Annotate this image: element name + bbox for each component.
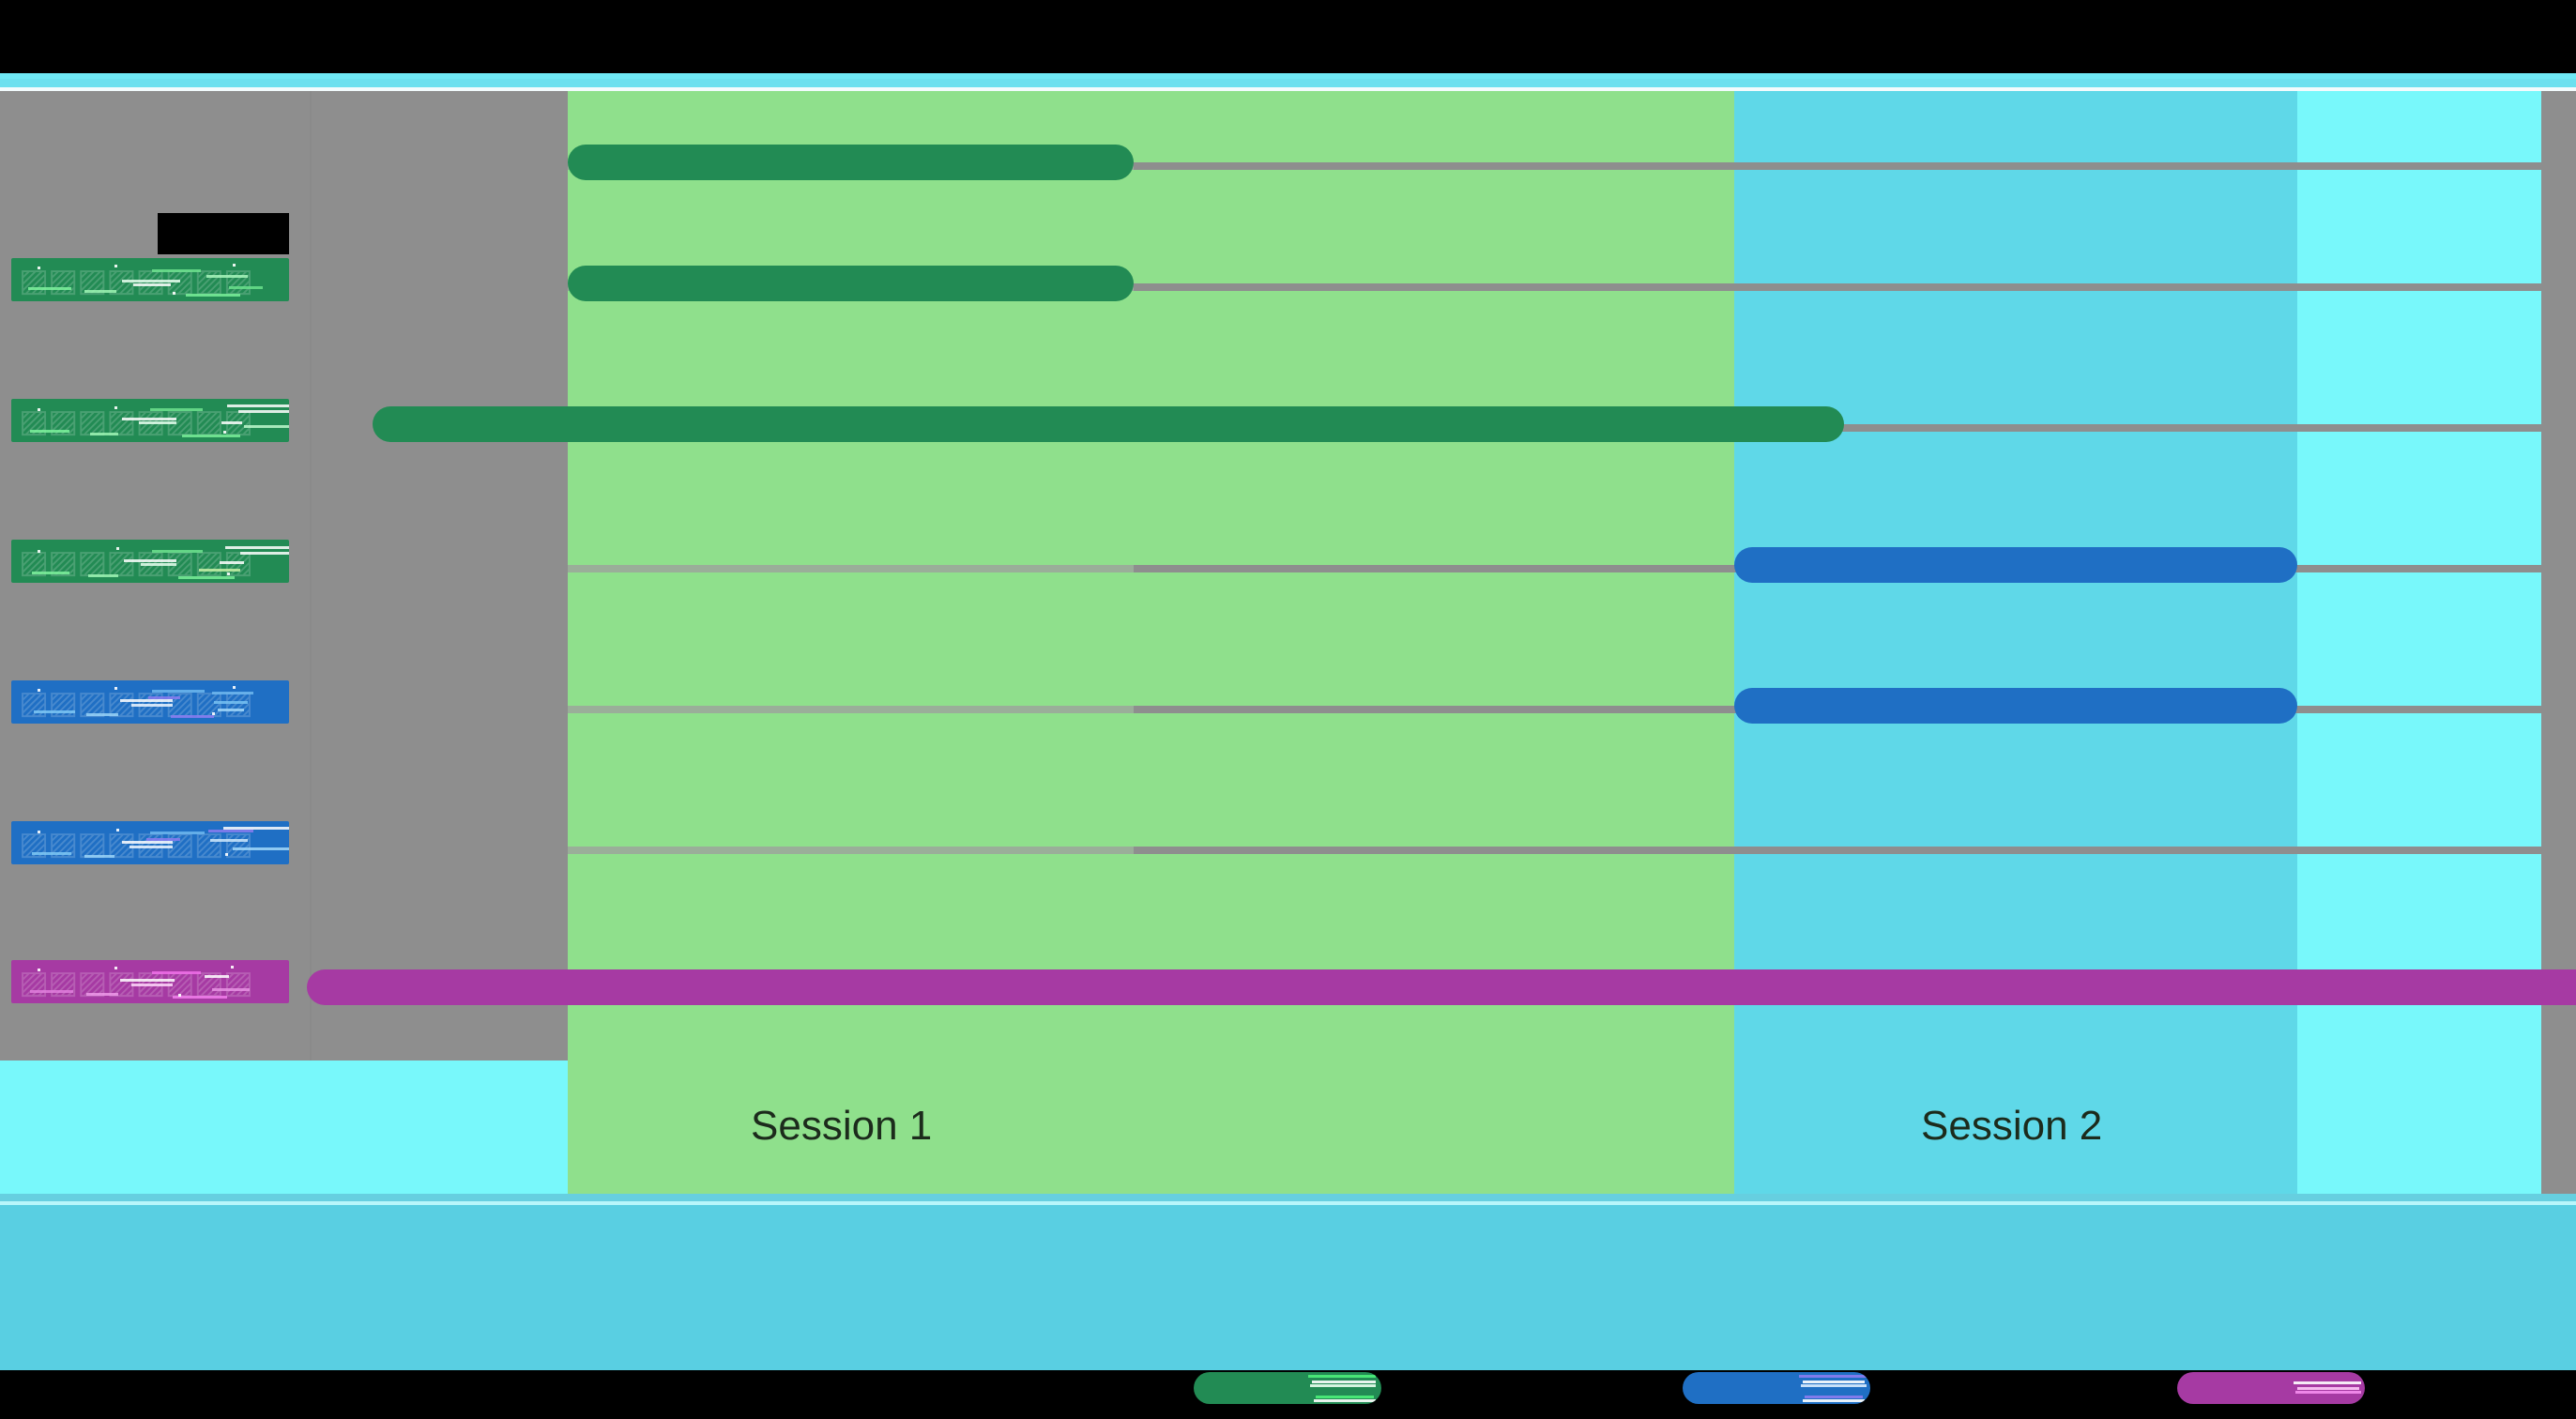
footer-session-band-2 xyxy=(1734,1060,2297,1201)
row-label-4-scramble xyxy=(11,680,289,724)
row-label-1[interactable]: ▨▨▨▨▨▨▨▨ xyxy=(11,258,289,301)
row-label-2-scramble xyxy=(11,399,289,442)
header-white-rule xyxy=(0,87,2576,91)
footer-session-band-3 xyxy=(2297,1060,2541,1201)
header-cyan-strip xyxy=(0,79,2576,87)
row-label-3-scramble xyxy=(11,540,289,583)
gantt-chart-plot: ▨▨▨▨▨▨▨▨ ▨▨▨▨▨▨▨▨ xyxy=(0,91,2576,1060)
gantt-bar-row-5[interactable] xyxy=(1734,688,2297,724)
footer-edge-rule-2 xyxy=(0,1201,2576,1205)
session-band-1 xyxy=(568,91,1734,1060)
row-label-6-glyphs: ▨▨▨▨▨▨▨▨ xyxy=(19,965,253,1000)
footer-session-band-1 xyxy=(568,1060,1734,1201)
row-label-2-glyphs: ▨▨▨▨▨▨▨▨ xyxy=(19,404,253,439)
gantt-bar-row-3[interactable] xyxy=(373,406,1844,442)
gantt-bar-row-2[interactable] xyxy=(568,266,1134,301)
legend-swatch-blue[interactable] xyxy=(1683,1372,1870,1404)
plot-right-margin xyxy=(2541,91,2576,1060)
gridline-row-0 xyxy=(1134,162,2541,170)
legend-swatch-green[interactable] xyxy=(1194,1372,1381,1404)
row-label-6[interactable]: ▨▨▨▨▨▨▨▨ xyxy=(11,960,289,1003)
window-top-bar xyxy=(0,0,2576,73)
gantt-bar-row-6[interactable] xyxy=(307,969,2576,1005)
gantt-bar-row-4[interactable] xyxy=(1734,547,2297,583)
row-label-1-scramble xyxy=(11,258,289,301)
row-label-5-scramble xyxy=(11,821,289,864)
row-label-6-scramble xyxy=(11,960,289,1003)
redacted-title-block-tail xyxy=(158,249,223,254)
gridline-row-5 xyxy=(1134,847,2541,854)
footer-edge-rule-1 xyxy=(0,1194,2576,1201)
row-label-3[interactable]: ▨▨▨▨▨▨▨▨ xyxy=(11,540,289,583)
footer-cyan-area xyxy=(0,1205,2576,1370)
legend-swatch-magenta[interactable] xyxy=(2177,1372,2365,1404)
footer-right-margin xyxy=(2541,1060,2576,1201)
redacted-title-block xyxy=(158,213,289,254)
session-2-caption: Session 2 xyxy=(1921,1103,2103,1149)
gantt-bar-row-1[interactable] xyxy=(568,145,1134,180)
gridline-row-1 xyxy=(1134,283,2541,291)
row-label-4[interactable]: ▨▨▨▨▨▨▨▨ xyxy=(11,680,289,724)
row-label-2[interactable]: ▨▨▨▨▨▨▨▨ xyxy=(11,399,289,442)
row-label-5[interactable]: ▨▨▨▨▨▨▨▨ xyxy=(11,821,289,864)
header-accent-strip xyxy=(0,73,2576,79)
sidebar-divider xyxy=(310,91,312,1060)
session-1-caption: Session 1 xyxy=(751,1103,933,1149)
session-band-3 xyxy=(2297,91,2541,1060)
